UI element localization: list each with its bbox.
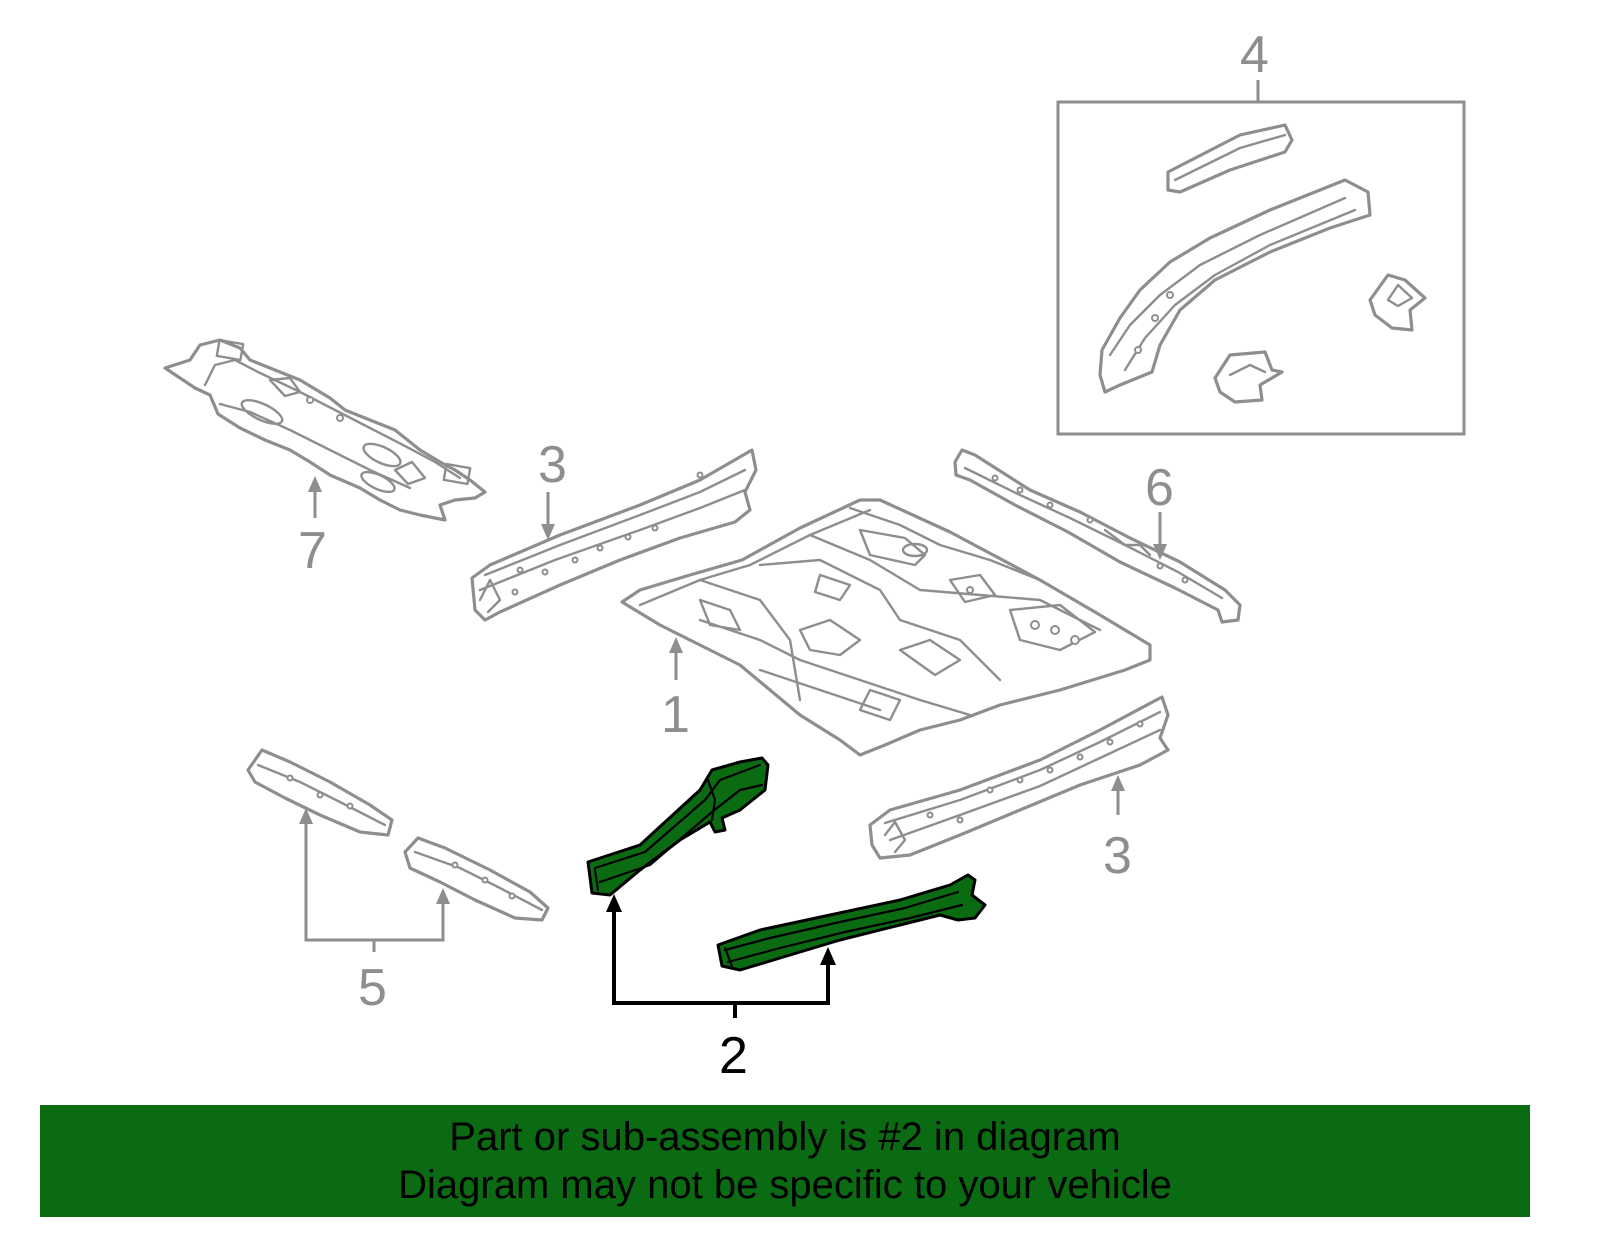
callout-3-upper: 3 <box>538 436 567 494</box>
callout-3-lower: 3 <box>1103 827 1132 885</box>
parts-diagram: 7 3 4 <box>163 26 1466 1085</box>
part-1-floor-pan[interactable] <box>620 498 1152 757</box>
callout-7: 7 <box>298 522 327 580</box>
part-3-lower-side-sill[interactable] <box>868 695 1170 860</box>
part-5-bracket-b[interactable] <box>403 836 550 922</box>
banner-line-2: Diagram may not be specific to your vehi… <box>398 1163 1172 1207</box>
part-6-side-rail[interactable] <box>953 448 1242 624</box>
part-2-frame-rail-b[interactable] <box>716 873 987 972</box>
part-2-frame-rail-a[interactable] <box>586 756 770 897</box>
callout-1: 1 <box>661 686 690 744</box>
callout-2: 2 <box>719 1027 748 1085</box>
callout-6: 6 <box>1145 459 1174 517</box>
callout-5: 5 <box>358 959 387 1017</box>
part-7-rear-crossmember[interactable] <box>163 338 487 522</box>
part-3-upper-side-sill[interactable] <box>470 448 758 622</box>
part-5-bracket-a[interactable] <box>246 748 394 837</box>
info-banner: Part or sub-assembly is #2 in diagram Di… <box>40 1105 1530 1217</box>
part-4-components[interactable] <box>1098 123 1427 404</box>
banner-line-1: Part or sub-assembly is #2 in diagram <box>449 1115 1121 1159</box>
callout-4: 4 <box>1240 26 1269 84</box>
